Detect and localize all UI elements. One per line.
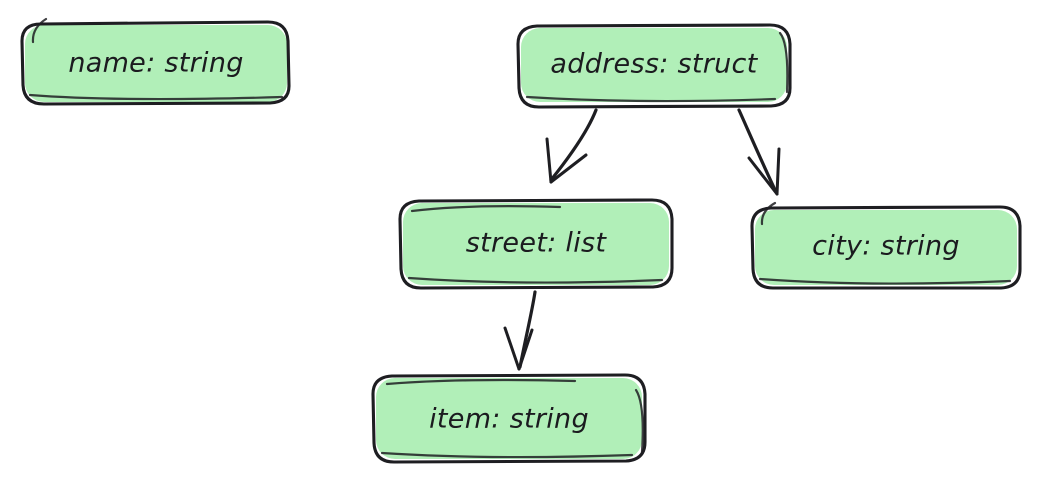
node-item-sketch-accent	[380, 378, 644, 459]
node-city[interactable]: city: string	[750, 201, 1022, 290]
node-address-outline	[516, 23, 792, 109]
edge-address-to-street[interactable]	[545, 108, 598, 184]
node-street-fill	[403, 203, 669, 285]
node-address[interactable]: address: struct	[516, 23, 792, 109]
node-street-sketch-accent	[407, 205, 664, 284]
node-name-label: name: string	[68, 48, 243, 79]
node-city-fill	[755, 210, 1017, 285]
node-name-outline	[20, 20, 291, 106]
node-street[interactable]: street: list	[398, 198, 674, 290]
node-item-label: item: string	[429, 404, 589, 435]
node-address-sketch-accent	[525, 31, 789, 103]
node-city-sketch-accent	[758, 201, 1012, 285]
node-address-label: address: struct	[550, 49, 758, 80]
edge-address-to-city[interactable]	[737, 108, 781, 196]
node-item-outline	[371, 373, 647, 464]
node-city-label: city: string	[812, 231, 960, 262]
node-layer: name: string address: struct street: lis…	[20, 17, 1022, 464]
node-item[interactable]: item: string	[371, 373, 647, 464]
edge-layer	[503, 108, 781, 371]
node-name-fill	[25, 25, 287, 102]
node-address-fill	[521, 28, 787, 102]
node-street-outline	[398, 198, 674, 290]
node-city-outline	[750, 205, 1022, 290]
node-street-label: street: list	[466, 228, 608, 259]
edge-street-to-item[interactable]	[503, 290, 537, 371]
node-name-sketch-accent	[28, 17, 284, 101]
node-name[interactable]: name: string	[20, 17, 291, 106]
node-item-fill	[376, 378, 642, 459]
